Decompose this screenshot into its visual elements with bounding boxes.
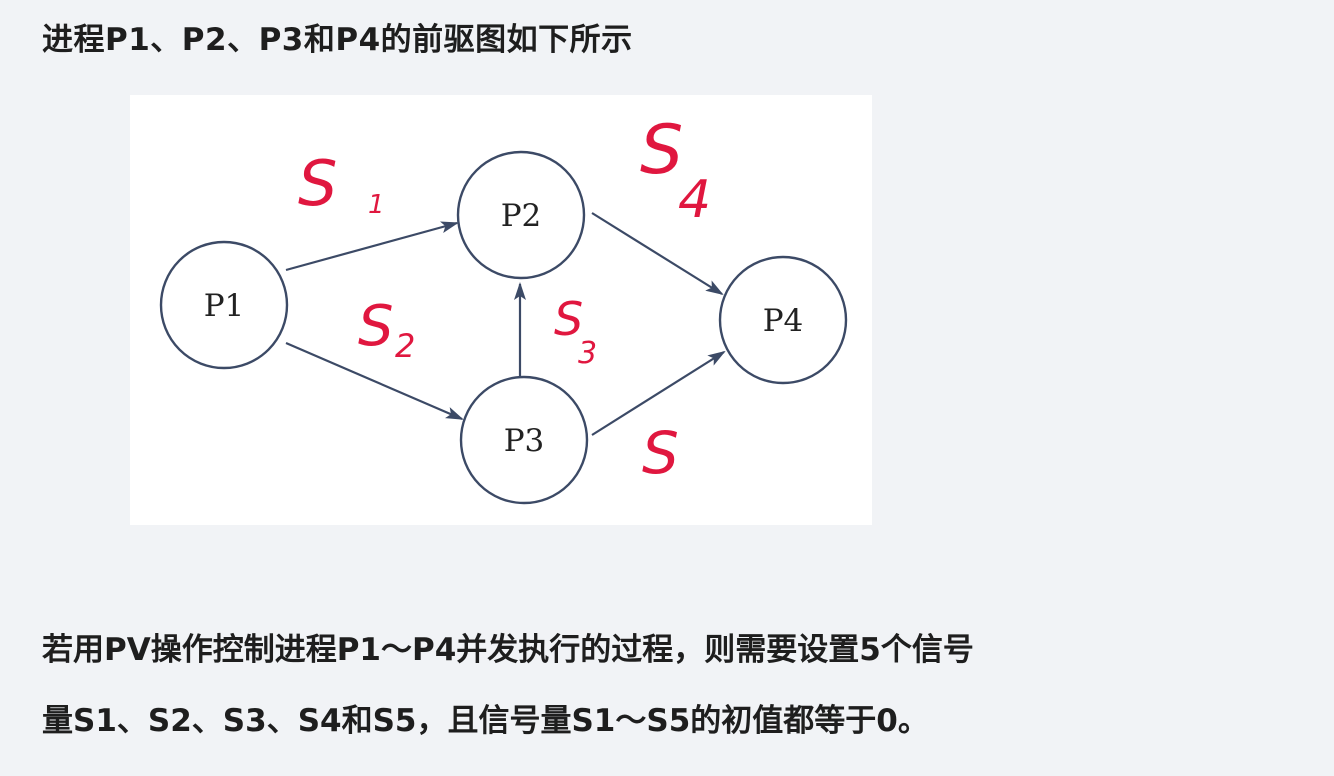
annotation-s4-letter: S (640, 111, 683, 190)
precedence-graph-figure: P1 P2 P3 P4 S 1 S 2 S 3 S 4 (130, 95, 872, 525)
edge-p1-p2 (285, 221, 459, 272)
node-p4: P4 (718, 255, 848, 385)
annotation-s3-sub: 3 (578, 336, 597, 371)
annotation-s2: S 2 (358, 294, 415, 365)
annotation-s3-letter: S (554, 292, 583, 346)
annotation-s4: S 4 (640, 111, 711, 230)
body-text-line-1: 若用PV操作控制进程P1～P4并发执行的过程，则需要设置5个信号 (42, 632, 974, 668)
node-p2: P2 (456, 150, 586, 280)
node-p3-label: P3 (504, 423, 545, 459)
node-p1: P1 (159, 240, 289, 370)
body-text-line-2: 量S1、S2、S3、S4和S5，且信号量S1～S5的初值都等于0。 (42, 703, 929, 739)
annotation-s3: S 3 (554, 292, 597, 371)
node-p2-label: P2 (501, 198, 542, 234)
node-p1-label: P1 (204, 288, 245, 324)
edge-p1-p3 (285, 341, 464, 421)
annotation-s2-letter: S (358, 294, 394, 359)
edge-p2-p4 (591, 212, 724, 296)
annotation-s5: S (642, 419, 679, 487)
annotation-s4-sub: 4 (678, 170, 711, 230)
annotation-s5-letter: S (642, 419, 679, 487)
edge-p3-p4 (591, 350, 726, 436)
annotation-s1-letter: S (298, 147, 337, 220)
annotation-s2-sub: 2 (395, 327, 415, 365)
node-p3: P3 (459, 375, 589, 505)
annotation-s1: S 1 (298, 147, 385, 220)
node-p4-label: P4 (763, 303, 804, 339)
precedence-graph: P1 P2 P3 P4 S 1 S 2 S 3 S 4 (159, 111, 848, 505)
heading: 进程P1、P2、P3和P4的前驱图如下所示 (42, 22, 633, 58)
annotation-s1-sub: 1 (368, 190, 385, 220)
